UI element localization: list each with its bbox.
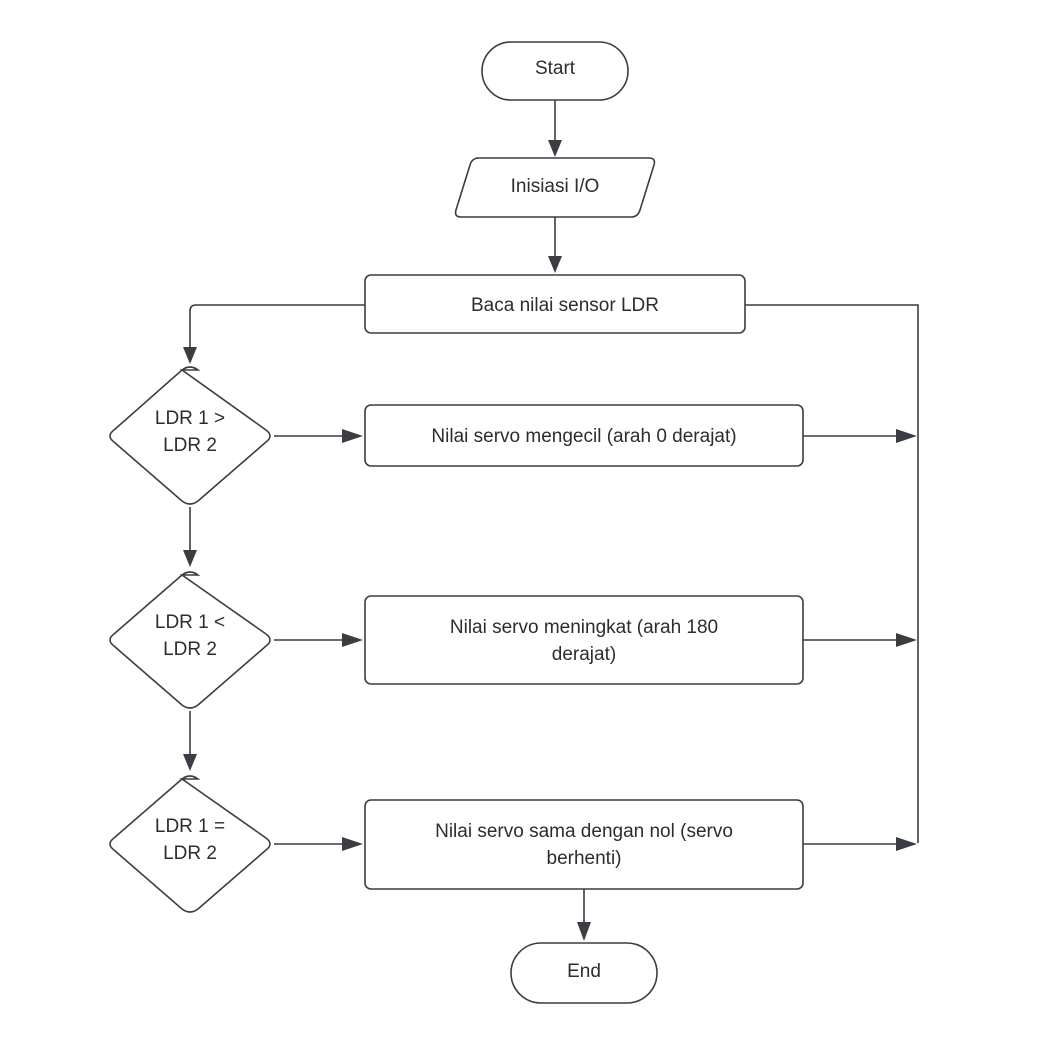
arrowhead-bus-1 bbox=[896, 429, 917, 443]
action-2-node: Nilai servo meningkat (arah 180 derajat) bbox=[364, 595, 804, 685]
arrowhead-read bbox=[548, 256, 562, 273]
start-shape bbox=[481, 41, 629, 101]
decision-1-line2: LDR 2 bbox=[163, 435, 217, 456]
arrowhead-cond2 bbox=[183, 550, 197, 567]
action-2-line1: Nilai servo meningkat (arah 180 bbox=[450, 617, 718, 638]
end-label: End bbox=[567, 961, 601, 982]
init-node: Inisiasi I/O bbox=[454, 157, 656, 218]
decision-1-line1: LDR 1 > bbox=[155, 408, 225, 429]
start-label: Start bbox=[535, 58, 576, 79]
arrowhead-act1 bbox=[342, 429, 363, 443]
arrowhead-act3 bbox=[342, 837, 363, 851]
decision-1-node: LDR 1 > LDR 2 bbox=[109, 366, 271, 505]
read-sensor-shape bbox=[364, 274, 746, 334]
arrowhead-bus-3 bbox=[896, 837, 917, 851]
action-2-line2: derajat) bbox=[552, 644, 616, 665]
decision-3-node: LDR 1 = LDR 2 bbox=[109, 775, 271, 913]
decision-2-node: LDR 1 < LDR 2 bbox=[109, 571, 271, 709]
edge-read-to-cond1 bbox=[189, 304, 365, 350]
arrowhead-bus-2 bbox=[896, 633, 917, 647]
decision-2-line1: LDR 1 < bbox=[155, 612, 225, 633]
init-label: Inisiasi I/O bbox=[511, 176, 600, 197]
decision-3-shape bbox=[109, 775, 271, 913]
action-3-line2: berhenti) bbox=[547, 848, 622, 869]
init-shape bbox=[454, 157, 656, 218]
arrowhead-init bbox=[548, 140, 562, 157]
arrowhead-cond1 bbox=[183, 347, 197, 364]
action-3-line1: Nilai servo sama dengan nol (servo bbox=[435, 821, 733, 842]
arrowheads bbox=[183, 140, 917, 941]
arrowhead-cond3 bbox=[183, 754, 197, 771]
arrowhead-act2 bbox=[342, 633, 363, 647]
edge-read-to-right-bus bbox=[745, 304, 919, 843]
action-1-label: Nilai servo mengecil (arah 0 derajat) bbox=[431, 426, 736, 447]
action-2-shape bbox=[364, 595, 804, 685]
action-3-node: Nilai servo sama dengan nol (servo berhe… bbox=[364, 799, 804, 890]
read-sensor-label: Baca nilai sensor LDR bbox=[471, 295, 659, 316]
connectors bbox=[189, 100, 919, 925]
decision-3-line2: LDR 2 bbox=[163, 843, 217, 864]
start-node: Start bbox=[481, 41, 629, 101]
decision-1-shape bbox=[109, 366, 271, 505]
action-3-shape bbox=[364, 799, 804, 890]
decision-3-line1: LDR 1 = bbox=[155, 816, 225, 837]
arrowhead-end bbox=[577, 922, 591, 941]
action-1-node: Nilai servo mengecil (arah 0 derajat) bbox=[364, 404, 804, 467]
end-shape bbox=[510, 942, 658, 1004]
action-1-shape bbox=[364, 404, 804, 467]
decision-2-shape bbox=[109, 571, 271, 709]
decision-2-line2: LDR 2 bbox=[163, 639, 217, 660]
read-sensor-node: Baca nilai sensor LDR bbox=[364, 274, 746, 334]
end-node: End bbox=[510, 942, 658, 1004]
